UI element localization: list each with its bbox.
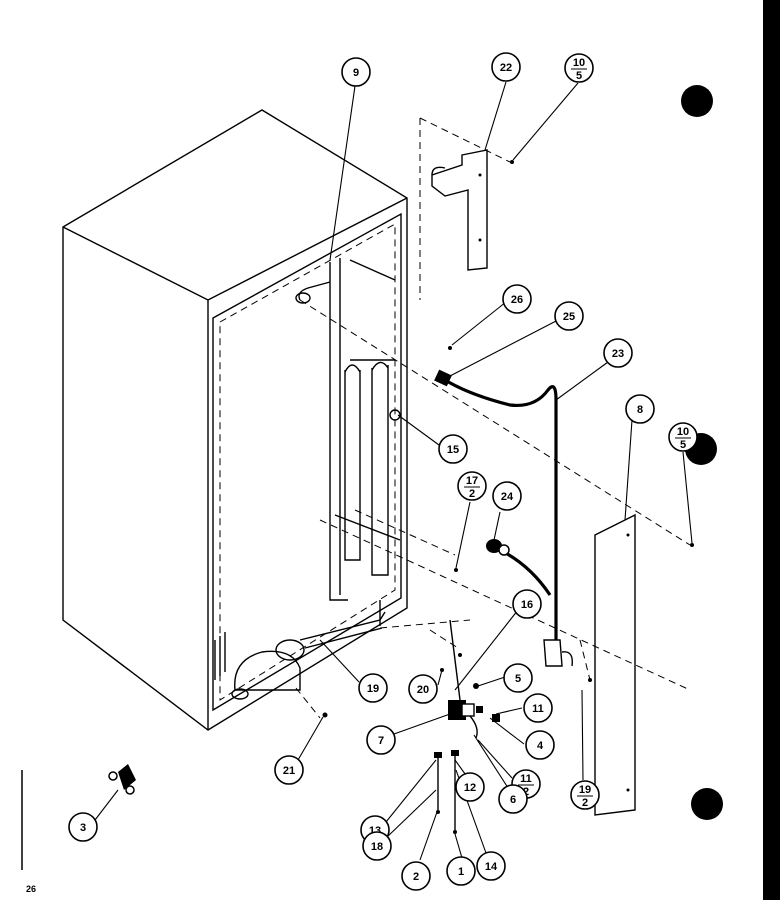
callout-label: 19 [367, 683, 379, 695]
callout-c14: 14 [476, 851, 506, 881]
callout-layer: 2291052625238105151722416520191174112192… [68, 52, 698, 891]
callout-c17: 172 [457, 471, 487, 501]
callout-label: 12 [464, 782, 476, 794]
callout-numerator: 19 [579, 784, 591, 796]
callout-c20: 20 [408, 674, 438, 704]
callout-c8: 8 [625, 394, 655, 424]
callout-label: 20 [417, 684, 429, 696]
compressor [231, 600, 386, 700]
callout-c19b: 192 [570, 780, 600, 810]
callout-label: 25 [563, 311, 575, 323]
callout-c3: 3 [68, 812, 98, 842]
registration-dot [691, 788, 723, 820]
fitting-part-24 [486, 539, 510, 556]
back-panel-part-8 [594, 513, 636, 816]
callout-c24: 24 [492, 481, 522, 511]
callout-label: 23 [612, 348, 624, 360]
callout-label: 14 [485, 861, 498, 873]
page-number: 26 [26, 884, 37, 894]
registration-dot [681, 85, 713, 117]
callout-c1: 1 [446, 856, 476, 886]
callout-denominator: 2 [582, 797, 588, 809]
callout-c2: 2 [401, 861, 431, 891]
callout-label: 18 [371, 841, 383, 853]
callout-label: 7 [378, 735, 384, 747]
callout-label: 8 [637, 404, 643, 416]
callout-c5: 5 [503, 663, 533, 693]
callout-c12: 12 [455, 772, 485, 802]
callout-label: 3 [80, 822, 86, 834]
bracket-part-22 [431, 149, 488, 271]
valve-assembly [440, 619, 500, 739]
callout-c4: 4 [525, 730, 555, 760]
callout-c25: 25 [554, 301, 584, 331]
callout-label: 1 [458, 866, 464, 878]
tube-part-23 [434, 369, 573, 667]
lower-hardware [322, 160, 694, 834]
refrigerator-cabinet [62, 109, 408, 731]
callout-c18: 18 [362, 831, 392, 861]
callout-numerator: 10 [677, 426, 689, 438]
callout-c19: 19 [358, 673, 388, 703]
callout-c6: 6 [498, 784, 528, 814]
callout-c15: 15 [438, 434, 468, 464]
callout-label: 22 [500, 62, 512, 74]
callout-denominator: 2 [469, 488, 475, 500]
drain-part-3 [108, 764, 136, 795]
callout-c21: 21 [274, 755, 304, 785]
page-edge-bar [763, 0, 780, 900]
callout-denominator: 5 [576, 70, 582, 82]
callout-label: 6 [510, 794, 516, 806]
callout-c26: 26 [502, 284, 532, 314]
alignment-lines [295, 299, 691, 719]
callout-numerator: 17 [466, 475, 478, 487]
callout-c10a: 105 [564, 53, 594, 83]
leader-lines [94, 81, 693, 861]
callout-label: 9 [353, 67, 359, 79]
callout-label: 11 [532, 703, 544, 715]
callout-denominator: 5 [680, 439, 686, 451]
callout-c16: 16 [512, 589, 542, 619]
condenser-coil [295, 258, 401, 601]
callout-c22: 22 [491, 52, 521, 82]
callout-label: 15 [447, 444, 459, 456]
callout-label: 4 [537, 740, 544, 752]
callout-c9: 9 [341, 57, 371, 87]
callout-numerator: 11 [520, 773, 532, 785]
callout-c10b: 105 [668, 422, 698, 452]
callout-label: 24 [501, 491, 514, 503]
callout-label: 16 [521, 599, 533, 611]
callout-label: 5 [515, 673, 521, 685]
callout-label: 26 [511, 294, 523, 306]
callout-label: 21 [283, 765, 295, 777]
callout-c7: 7 [366, 725, 396, 755]
callout-numerator: 10 [573, 57, 585, 69]
callout-c23: 23 [603, 338, 633, 368]
callout-label: 2 [413, 871, 419, 883]
callout-c11: 11 [523, 693, 553, 723]
